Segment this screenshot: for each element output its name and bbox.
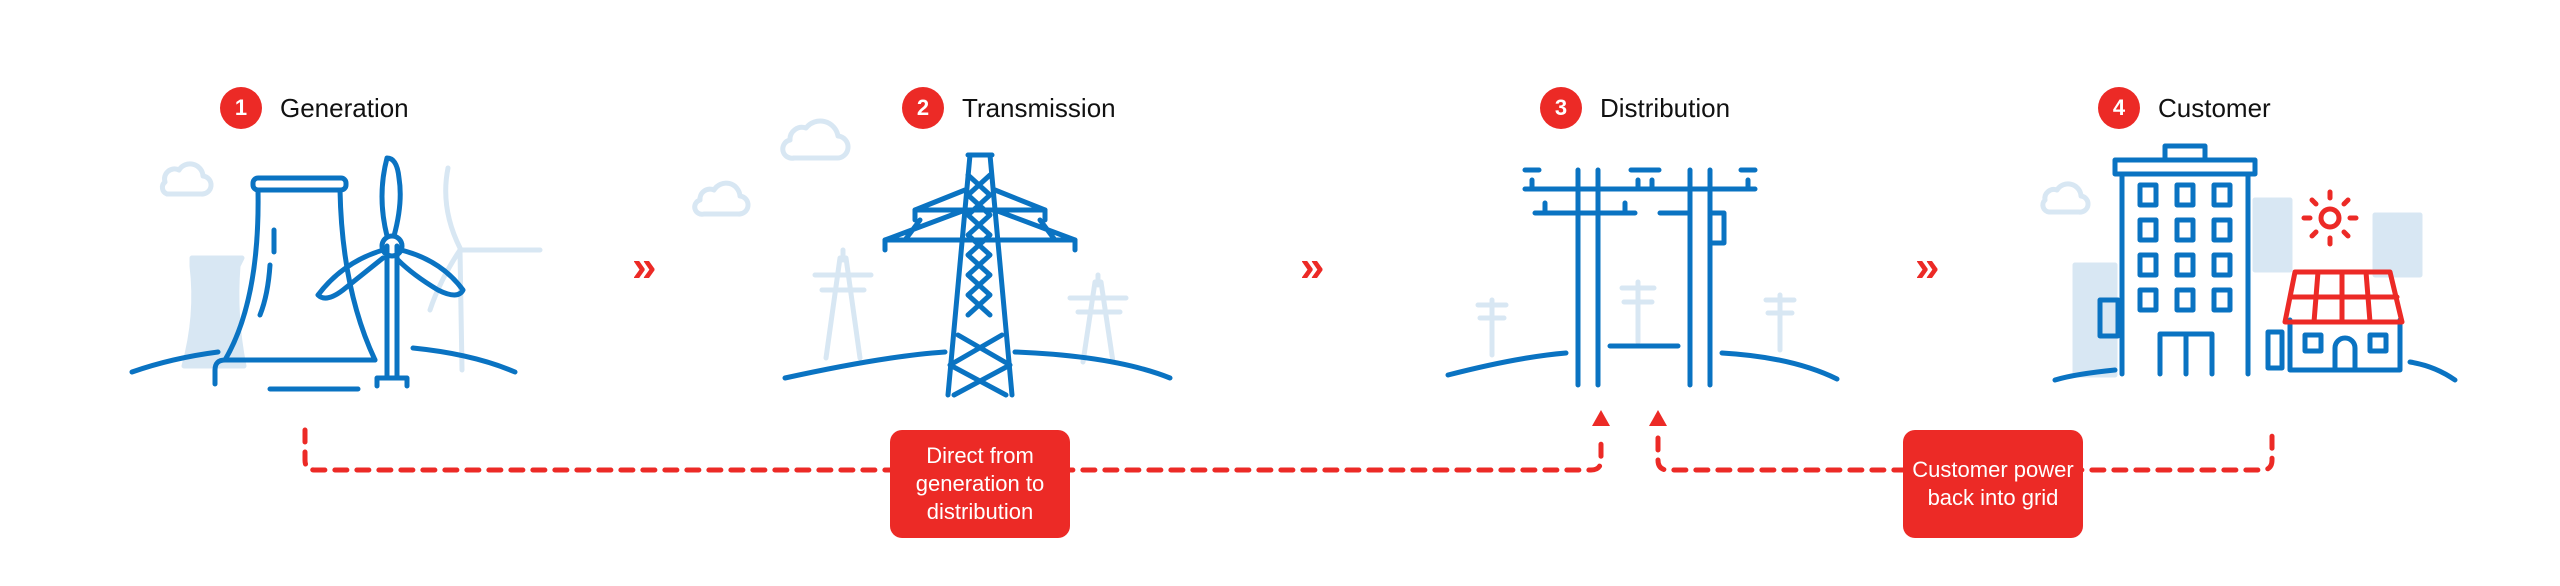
step-generation: 1 Generation — [220, 86, 409, 130]
step-number-badge: 4 — [2098, 87, 2140, 129]
building-windows — [2137, 182, 2233, 313]
step-transmission: 2 Transmission — [902, 86, 1116, 130]
background-elements — [1475, 279, 1797, 358]
direct-flow-label: Direct from generation to distribution — [890, 430, 1070, 538]
generation-illustration — [129, 155, 543, 392]
customer-flow-arrow — [1649, 410, 1667, 426]
background-elements — [2040, 181, 2423, 378]
background-elements — [159, 161, 543, 373]
transmission-illustration — [692, 118, 1173, 398]
step-label: Customer — [2158, 92, 2271, 123]
direct-flow-arrow — [1592, 410, 1610, 426]
step-number-badge: 3 — [1540, 87, 1582, 129]
step-number-badge: 2 — [902, 87, 944, 129]
background-elements — [692, 118, 1129, 365]
step-number-badge: 1 — [220, 87, 262, 129]
step-customer: 4 Customer — [2098, 86, 2271, 130]
chevron-right-icon: » — [632, 242, 657, 291]
chevron-right-icon: » — [1300, 242, 1325, 291]
step-label: Transmission — [962, 92, 1116, 123]
distribution-illustration — [1445, 167, 1840, 388]
customer-illustration — [2040, 143, 2458, 383]
solar-elements — [2282, 189, 2405, 325]
step-distribution: 3 Distribution — [1540, 86, 1730, 130]
customer-flow-label: Customer power back into grid — [1903, 430, 2083, 538]
step-label: Distribution — [1600, 92, 1731, 123]
chevron-right-icon: » — [1915, 242, 1940, 291]
step-label: Generation — [280, 92, 409, 123]
